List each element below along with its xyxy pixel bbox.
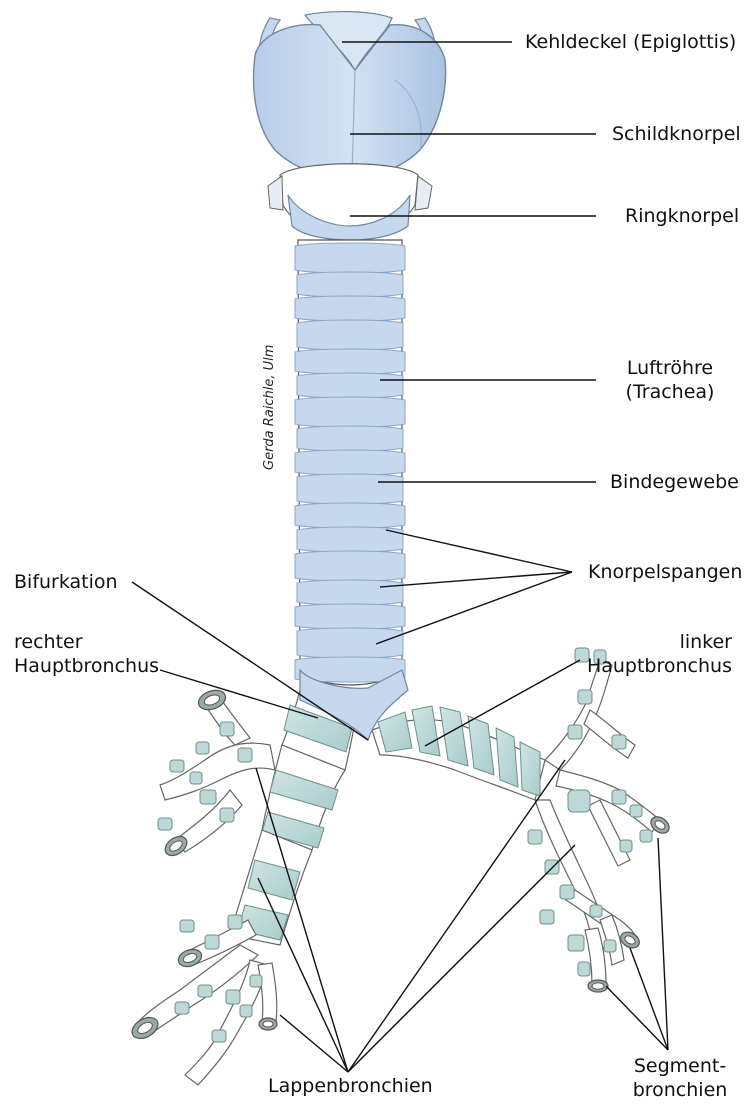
label-connective-tissue: Bindegewebe — [610, 470, 739, 494]
trachea-cartilage-ring — [297, 320, 403, 350]
left-lower-branches — [528, 800, 642, 992]
left-main-bronchus — [372, 706, 545, 800]
leader-lobar-3 — [280, 1015, 348, 1072]
cricoid-cartilage — [268, 164, 432, 240]
label-bifurcation: Bifurkation — [14, 570, 118, 594]
trachea-cartilage-ring — [295, 604, 405, 629]
label-right-main-line1: rechter — [14, 630, 159, 654]
trachea-cartilage-ring — [297, 373, 403, 398]
trachea-cartilage-ring — [297, 272, 403, 297]
leader-lobar-4 — [348, 760, 565, 1072]
label-left-main-line2: Hauptbronchus — [582, 654, 732, 678]
label-epiglottis: Kehldeckel (Epiglottis) — [525, 30, 736, 54]
label-trachea: Luftröhre (Trachea) — [612, 356, 728, 404]
trachea-cartilage-ring — [297, 474, 403, 504]
label-right-main-bronchus: rechter Hauptbronchus — [14, 630, 159, 678]
label-trachea-line2: (Trachea) — [612, 380, 728, 404]
trachea-cartilage-ring — [295, 296, 405, 321]
label-left-main-bronchus: linker Hauptbronchus — [582, 630, 732, 678]
leader-segmental-3 — [606, 986, 668, 1050]
label-thyroid-cartilage: Schildknorpel — [612, 122, 741, 146]
label-left-main-line1: linker — [582, 630, 732, 654]
leader-segmental-2 — [630, 948, 668, 1050]
label-segmental-line1: Segment- — [628, 1054, 732, 1078]
trachea-cartilage-ring — [295, 450, 405, 475]
label-cartilage-rings: Knorpelspangen — [588, 560, 742, 584]
label-trachea-line1: Luftröhre — [612, 356, 728, 380]
right-main-bronchus — [230, 690, 360, 945]
trachea-cartilage-ring — [297, 426, 403, 451]
leader-cartilage-2 — [380, 572, 572, 587]
trachea-cartilage-ring — [297, 628, 403, 658]
label-cricoid-cartilage: Ringknorpel — [625, 204, 739, 228]
trachea — [295, 240, 405, 685]
trachea-cartilage-ring — [295, 243, 405, 273]
trachea-cartilage-ring — [295, 551, 405, 581]
label-segmental-bronchi: Segment- bronchien — [628, 1054, 732, 1102]
label-right-main-line2: Hauptbronchus — [14, 654, 159, 678]
label-lobar-bronchi: Lappenbronchien — [268, 1074, 433, 1098]
artist-credit: Gerda Raichle, Ulm — [262, 345, 277, 470]
leader-segmental-1 — [658, 838, 668, 1050]
trachea-cartilage-ring — [295, 503, 405, 528]
trachea-cartilage-ring — [297, 580, 403, 605]
leader-lobar-5 — [348, 845, 575, 1072]
label-segmental-line2: bronchien — [628, 1078, 732, 1102]
trachea-cartilage-ring — [295, 349, 405, 374]
leader-cartilage-1 — [386, 530, 572, 572]
trachea-cartilage-ring — [295, 397, 405, 427]
leader-right-main — [160, 670, 318, 718]
